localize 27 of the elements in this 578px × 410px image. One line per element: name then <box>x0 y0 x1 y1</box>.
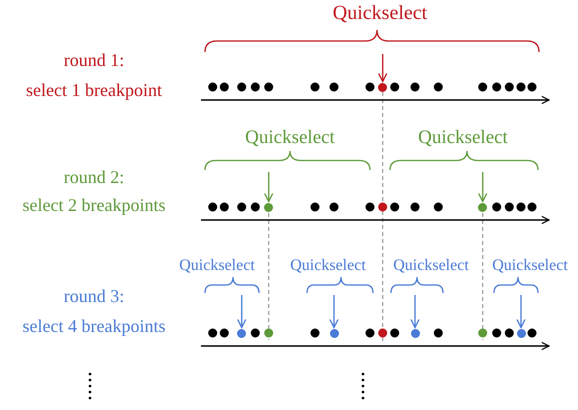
arrow <box>410 295 420 328</box>
selected-point <box>478 202 488 212</box>
selected-point <box>237 328 246 338</box>
algorithm-label: Quickselect <box>245 128 335 147</box>
algorithm-label: Quickselect <box>290 258 366 274</box>
algorithm-label: Quickselect <box>179 258 255 274</box>
arrow <box>329 295 339 328</box>
arrow <box>237 295 246 328</box>
algorithm-label: Quickselect <box>332 3 428 23</box>
round-description: select 1 breakpoint <box>26 81 162 99</box>
algorithm-label: Quickselect <box>393 258 469 274</box>
round-description: select 2 breakpoints <box>22 196 166 214</box>
arrow <box>516 295 526 328</box>
round-label: round 3: <box>64 287 124 305</box>
selected-point <box>378 82 388 92</box>
algorithm-label: Quickselect <box>418 128 508 147</box>
round-description: select 4 breakpoints <box>22 317 166 335</box>
selected-point <box>264 202 274 212</box>
selected-point <box>516 328 526 338</box>
arrow <box>378 54 388 82</box>
arrow <box>478 172 488 202</box>
round-label: round 2: <box>64 168 124 186</box>
arrow <box>264 172 274 202</box>
algorithm-label: Quickselect <box>492 258 568 274</box>
selected-point <box>410 328 420 338</box>
selected-point <box>330 328 338 338</box>
round-label: round 1: <box>64 51 124 69</box>
